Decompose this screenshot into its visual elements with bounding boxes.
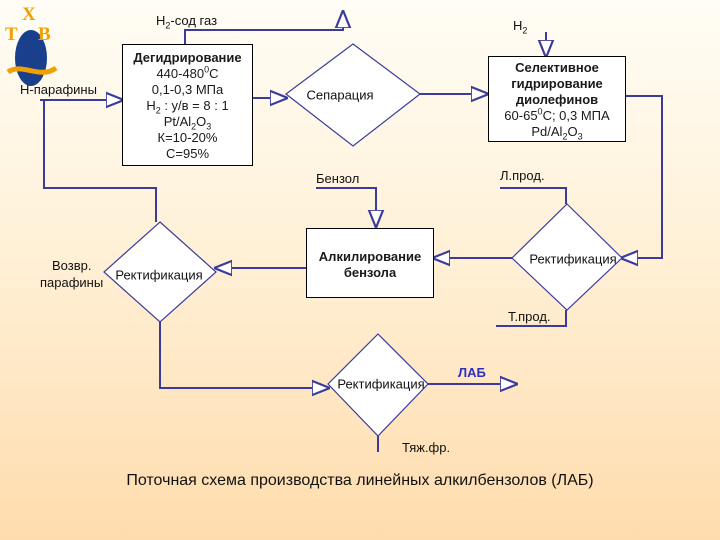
line-light-product <box>500 187 567 204</box>
line-bottom-product <box>496 310 567 327</box>
label-h2-gas: H2-сод газ <box>156 13 218 31</box>
line-recycle <box>43 100 157 222</box>
company-logo: Х Т В <box>5 4 58 86</box>
label-recycle-line1: Возвр. <box>52 258 92 273</box>
label-heavy-fraction: Тяж.фр. <box>402 440 451 455</box>
line-h2-gas <box>184 12 343 44</box>
line-selective-to-rect <box>622 95 663 258</box>
dehydro-title: Дегидрирование <box>133 50 242 65</box>
logo-letter-v: В <box>38 24 51 45</box>
dehydro-h2-ratio: H2 : у/в = 8 : 1 <box>146 98 229 116</box>
dehydro-selectivity: С=95% <box>166 146 209 161</box>
selective-title-line1: Селективное <box>515 60 599 75</box>
dehydro-pressure: 0,1-0,3 МПа <box>151 82 224 97</box>
label-separation: Сепарация <box>306 87 374 103</box>
selective-title-line2: гидрирование <box>511 76 603 91</box>
line-rect-to-bottom <box>159 322 328 388</box>
diamond-separation <box>285 43 421 147</box>
label-light-product: Л.прод. <box>500 168 545 183</box>
dehydro-temperature: 440-4800С <box>156 64 219 81</box>
dehydro-conversion: К=10-20% <box>157 130 218 145</box>
logo-wave-icon <box>6 65 58 75</box>
logo-letter-t: Т <box>5 24 18 45</box>
label-bottom-product: Т.прод. <box>508 309 551 324</box>
selective-title-line3: диолефинов <box>515 92 599 107</box>
label-n-paraffins: Н-парафины <box>20 82 97 97</box>
alkyl-line1: Алкилирование <box>318 249 422 264</box>
label-rect-right: Ректификация <box>529 251 617 267</box>
box-dehydrogenation: Дегидрирование 440-4800С 0,1-0,3 МПа H2 … <box>122 44 253 166</box>
label-rect-bottom: Ректификация <box>337 376 425 392</box>
label-rect-left: Ректификация <box>115 267 203 283</box>
label-recycle-line2: парафины <box>40 275 104 290</box>
label-lab: ЛАБ <box>458 365 486 380</box>
logo-letter-x: Х <box>22 4 36 25</box>
box-alkylation: Алкилирование бензола <box>306 228 434 298</box>
diagram-caption: Поточная схема производства линейных алк… <box>126 472 594 489</box>
label-h2-feed: H2 <box>513 18 528 36</box>
selective-catalyst: Pd/Al2O3 <box>531 124 583 142</box>
alkyl-line2: бензола <box>343 265 397 280</box>
diamond-rect-left <box>103 221 217 323</box>
dehydro-catalyst: Pt/Al2O3 <box>163 114 212 132</box>
box-selective-hydrogenation: Селективное гидрирование диолефинов 60-6… <box>488 56 626 142</box>
selective-conditions: 60-650С; 0,3 МПА <box>504 106 610 123</box>
label-benzene: Бензол <box>316 171 360 186</box>
diamond-rect-bottom <box>327 333 429 437</box>
line-benzene <box>316 187 376 226</box>
diamond-rect-right <box>511 203 623 311</box>
